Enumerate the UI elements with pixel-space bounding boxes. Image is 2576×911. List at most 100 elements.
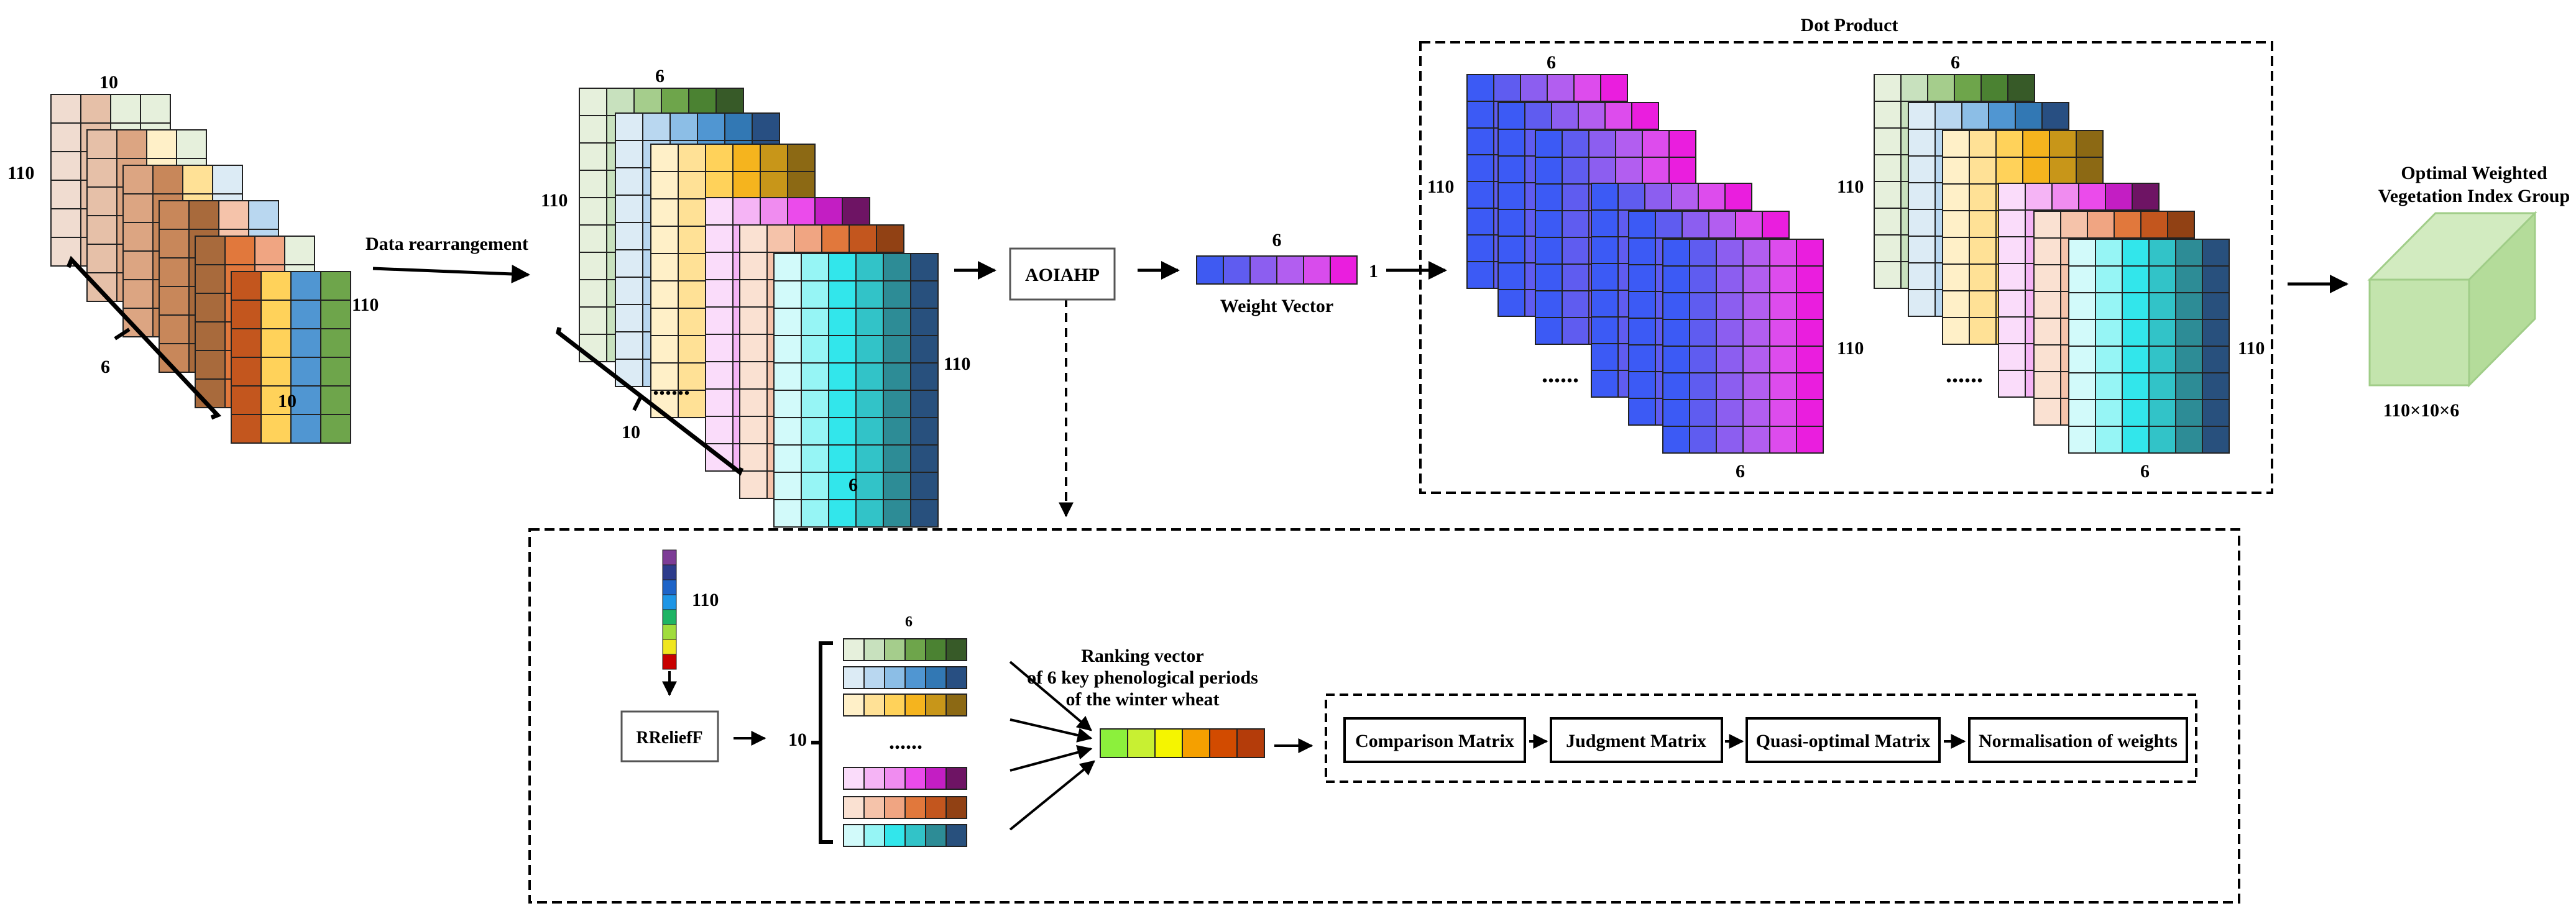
ranking-rows: [843, 638, 967, 847]
rearranged-layer-orange-cell: [739, 470, 768, 499]
row-blue-cell-5: [925, 666, 947, 689]
input-label-10-top: 10: [99, 72, 118, 93]
rainbow-cell-6: [662, 624, 677, 640]
dp-purple-layer-4-cell: [1591, 343, 1619, 371]
dp-purple-layer-6-cell: [1716, 426, 1744, 454]
row-green-cell-1: [843, 638, 865, 661]
dp-colored-layer-cyan-cell: [2122, 239, 2150, 267]
dp-colored-layer-cyan-cell: [2202, 426, 2230, 454]
dp-colored-layer-green-cell: [1874, 208, 1902, 236]
rearranged-layer-pink-cell: [760, 197, 788, 226]
ranking-cell-1: [1100, 728, 1128, 758]
input-layer-1-cell: [50, 151, 81, 181]
dp-colored-layer-cyan-cell: [2068, 265, 2096, 293]
dp-purple-layer-6-cell: [1796, 346, 1824, 373]
dp-purple-layer-6-cell: [1716, 372, 1744, 400]
rearranged-label-110-left: 110: [541, 190, 568, 211]
rearranged-layer-yellow-cell: [787, 144, 816, 172]
dp-colored-layer-yellow-cell: [2076, 130, 2104, 158]
dp-colored-layer-yellow-cell: [1969, 157, 1997, 185]
rearranged-layer-orange-cell: [766, 224, 795, 253]
weighted-stack-purple: [1466, 74, 1824, 454]
ranking-cell-3: [1154, 728, 1183, 758]
dp-colored-layer-blue-cell: [1908, 236, 1936, 263]
ranking-line2: of 6 key phenological periods: [1027, 667, 1258, 688]
dp-purple-layer-6-cell: [1742, 292, 1770, 320]
dp-left-label-110: 110: [1427, 176, 1454, 197]
rearranged-layer-cyan-cell: [855, 499, 884, 528]
rearranged-layer-pink-cell: [842, 197, 870, 226]
dp-purple-layer-6-cell: [1769, 319, 1797, 347]
rearranged-layer-yellow-cell: [760, 171, 788, 199]
arrow-row1-to-ranking: [1009, 661, 1092, 731]
rearranged-layer-pink-cell: [732, 197, 761, 226]
dp-purple-layer-6-cell: [1689, 426, 1717, 454]
dp-left-label-6-top: 6: [1547, 52, 1556, 73]
dp-colored-layer-cyan-cell: [2175, 319, 2203, 347]
dp-colored-layer-cyan-cell: [2175, 346, 2203, 373]
dp-purple-layer-2-cell: [1497, 155, 1525, 183]
rearranged-layer-cyan-cell: [910, 444, 939, 473]
rearranged-layer-cyan-cell: [855, 362, 884, 391]
dp-right-dots: ......: [1946, 360, 1983, 388]
dp-colored-layer-cyan-cell: [2068, 372, 2096, 400]
step-label-judgment: Judgment Matrix: [1566, 731, 1706, 751]
rearranged-layer-yellow-cell: [732, 171, 761, 199]
rainbow-cell-3: [662, 579, 677, 595]
dp-colored-layer-yellow-cell: [1942, 237, 1970, 265]
rearranged-layer-green-cell: [579, 142, 607, 171]
dp-purple-layer-6-cell: [1742, 346, 1770, 373]
rearranged-layer-yellow-cell: [650, 362, 679, 391]
aoiahp-detail-frame: [528, 528, 2240, 904]
input-layer-2-cell: [86, 215, 117, 245]
rearranged-layer-pink-cell: [814, 197, 843, 226]
dp-colored-layer-pink-cell: [2051, 183, 2079, 211]
dp-colored-layer-green-cell: [1874, 74, 1902, 102]
dp-purple-layer-3-cell: [1562, 290, 1589, 318]
dp-purple-layer-6-cell: [1796, 399, 1824, 427]
input-layer-2-cell: [86, 129, 117, 159]
dp-purple-layer-3-cell: [1562, 237, 1589, 265]
dp-colored-layer-cyan-cell: [2148, 346, 2176, 373]
rearranged-layer-cyan-cell: [828, 280, 857, 309]
input-layer-5-cell: [195, 350, 226, 380]
input-layer-6-cell: [320, 271, 351, 301]
rearranged-layer-cyan-cell: [801, 335, 829, 364]
input-label-110-left: 110: [7, 163, 34, 183]
rearranged-layer-green-cell: [633, 88, 662, 116]
dp-colored-layer-orange-cell: [2140, 211, 2168, 239]
dp-colored-layer-yellow-cell: [1995, 130, 2023, 158]
rearranged-layer-cyan-cell: [883, 335, 911, 364]
rearranged-layer-cyan-cell: [855, 280, 884, 309]
row-yellow-cell-3: [884, 694, 906, 716]
dp-right-label-6-bottom: 6: [2140, 461, 2150, 482]
row-orange-cell-4: [904, 796, 926, 819]
dp-purple-layer-2-cell: [1604, 102, 1632, 130]
dp-purple-layer-6-cell: [1662, 399, 1690, 427]
dp-colored-layer-pink-cell: [1998, 263, 2026, 291]
dp-purple-layer-4-cell: [1591, 236, 1619, 264]
row-orange-cell-3: [884, 796, 906, 819]
dp-colored-layer-green-cell: [1954, 74, 1982, 102]
input-layer-6-cell: [290, 414, 321, 444]
lower-vector-label-110: 110: [692, 590, 719, 610]
row-yellow-cell-2: [863, 694, 885, 716]
dp-colored-layer-blue-cell: [1908, 182, 1936, 210]
dp-purple-layer-3-cell: [1562, 263, 1589, 291]
dp-purple-layer-2-cell: [1497, 129, 1525, 157]
brace-rearranged: [556, 327, 744, 476]
input-layer-3-cell: [152, 165, 183, 195]
weight-cell-2: [1223, 255, 1251, 285]
rearranged-layer-cyan-cell: [801, 390, 829, 418]
input-layer-5-cell: [195, 321, 226, 351]
output-dims: 110×10×6: [2383, 400, 2460, 421]
dot-product-frame: [1419, 41, 2273, 494]
brace-input-tick: [114, 327, 131, 341]
input-layer-2-cell: [86, 272, 117, 302]
dp-purple-layer-1-cell: [1466, 181, 1494, 209]
arrow-row4-to-ranking: [1010, 745, 1093, 772]
rearranged-layer-cyan-cell: [855, 472, 884, 500]
dp-purple-layer-3-cell: [1562, 130, 1589, 158]
rainbow-cell-1: [662, 549, 677, 565]
weight-cell-4: [1276, 255, 1304, 285]
